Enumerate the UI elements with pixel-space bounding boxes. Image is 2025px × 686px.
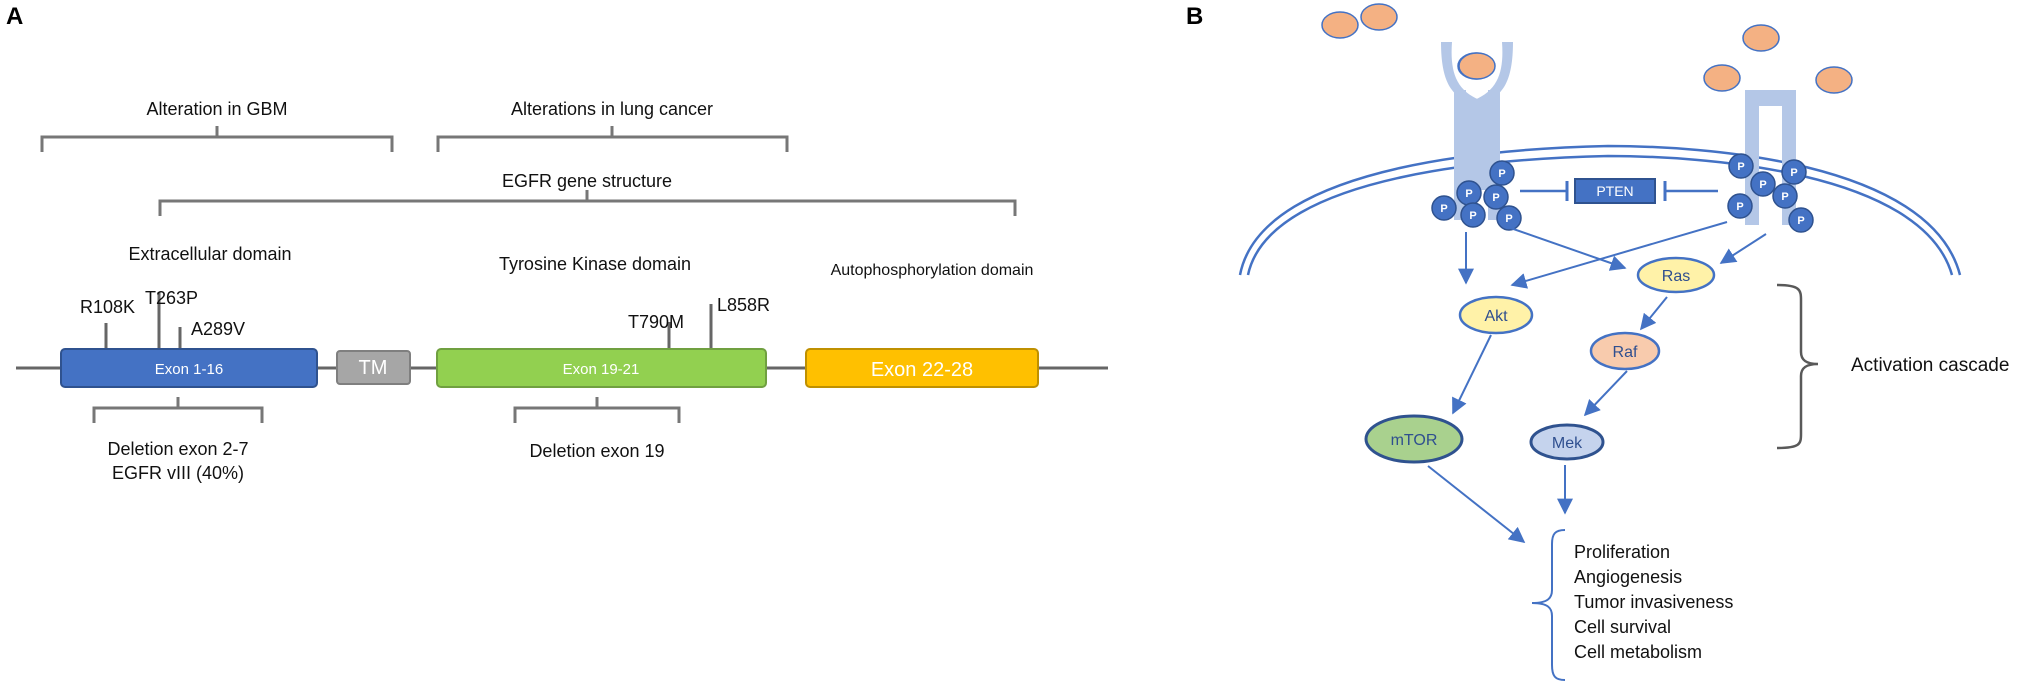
label-autophos-domain: Autophosphorylation domain xyxy=(831,262,1034,279)
label-t263p: T263P xyxy=(145,288,198,308)
node-raf-label: Raf xyxy=(1613,344,1638,361)
phosphate-circle xyxy=(1727,193,1753,219)
phosphate-label: P xyxy=(1498,168,1505,180)
node-mek-label: Mek xyxy=(1552,435,1583,452)
phosphate-label: P xyxy=(1790,167,1797,179)
phosphates-left: P P P P P P xyxy=(1431,160,1522,231)
tm-label: TM xyxy=(359,357,388,379)
outcomes-list: Proliferation Angiogenesis Tumor invasiv… xyxy=(1574,542,1733,662)
node-mek xyxy=(1529,423,1605,461)
phosphate-label: P xyxy=(1465,188,1472,200)
panel-a-label: A xyxy=(6,3,23,30)
outcomes-brace xyxy=(1531,529,1566,681)
phosphate-circle xyxy=(1483,184,1509,210)
outcome-item: Cell survival xyxy=(1574,617,1671,637)
phosphates-right: P P P P P P xyxy=(1727,153,1814,233)
phosphate-circle xyxy=(1460,202,1486,228)
phosphate-circle xyxy=(1788,207,1814,233)
node-mtor-label: mTOR xyxy=(1391,432,1438,449)
label-a289v: A289V xyxy=(191,319,245,339)
bracket-lung xyxy=(436,126,789,152)
node-akt-label: Akt xyxy=(1484,308,1508,325)
label-gene-structure: EGFR gene structure xyxy=(502,171,672,191)
ligand xyxy=(1815,66,1853,94)
panel-b: B P P P P P P xyxy=(1186,3,2009,681)
panel-b-label: B xyxy=(1186,3,1203,30)
label-deletion-2-7: Deletion exon 2-7 xyxy=(107,439,248,459)
arrow-akt-mtor xyxy=(1452,334,1492,415)
exon-19-21-label: Exon 19-21 xyxy=(563,361,640,378)
outcome-item: Tumor invasiveness xyxy=(1574,592,1733,612)
label-alterations-lung: Alterations in lung cancer xyxy=(511,99,713,119)
node-mtor xyxy=(1364,414,1464,464)
label-extracellular-domain: Extracellular domain xyxy=(128,244,291,264)
bracket-gene-structure xyxy=(158,190,1017,216)
label-t790m: T790M xyxy=(628,312,684,332)
ligand-bound xyxy=(1458,52,1496,80)
node-raf xyxy=(1589,331,1661,371)
label-activation-cascade: Activation cascade xyxy=(1851,355,2009,376)
label-l858r: L858R xyxy=(717,295,770,315)
exon-19-21-box xyxy=(436,348,767,388)
pten-label: PTEN xyxy=(1596,183,1633,199)
phosphate-label: P xyxy=(1781,191,1788,203)
label-alteration-gbm: Alteration in GBM xyxy=(146,99,287,119)
phosphate-label: P xyxy=(1492,192,1499,204)
exon-1-16-label: Exon 1-16 xyxy=(155,361,223,378)
pten-box xyxy=(1574,178,1656,204)
phosphate-circle xyxy=(1489,160,1515,186)
phosphate-circle xyxy=(1496,205,1522,231)
exon-22-28-box xyxy=(805,348,1039,388)
outcome-item: Proliferation xyxy=(1574,542,1670,562)
exon-22-28-label: Exon 22-28 xyxy=(871,359,973,381)
tm-box xyxy=(336,350,411,385)
receptor-arm xyxy=(1441,42,1480,190)
arrow-mtor-outcomes xyxy=(1427,465,1526,543)
outcome-item: Angiogenesis xyxy=(1574,567,1682,587)
phosphate-label: P xyxy=(1759,179,1766,191)
arrow-receptor-ras xyxy=(1501,224,1627,271)
phosphate-label: P xyxy=(1469,210,1476,222)
receptor-arm xyxy=(1474,42,1513,190)
receptor-bridge xyxy=(1745,90,1796,106)
ligand xyxy=(1360,3,1398,31)
phosphate-circle xyxy=(1781,159,1807,185)
node-ras xyxy=(1636,256,1716,294)
activation-brace xyxy=(1776,283,1819,450)
label-r108k: R108K xyxy=(80,297,135,317)
bracket-gbm xyxy=(40,126,394,152)
bracket-deletion-19 xyxy=(513,397,681,423)
panel-a: A Alteration in GBM Alterations in lung … xyxy=(6,3,1108,483)
arrow-raf-mek xyxy=(1583,370,1628,417)
phosphate-label: P xyxy=(1797,215,1804,227)
phosphate-label: P xyxy=(1440,203,1447,215)
membrane-inner xyxy=(1246,154,1954,276)
bracket-deletion-2-7 xyxy=(92,397,264,423)
phosphate-label: P xyxy=(1505,213,1512,225)
label-deletion-19: Deletion exon 19 xyxy=(529,441,664,461)
phosphate-label: P xyxy=(1736,201,1743,213)
phosphate-circle xyxy=(1772,183,1798,209)
phosphate-circle xyxy=(1750,171,1776,197)
arrow-receptor2-ras xyxy=(1719,233,1767,264)
arrow-ras-raf xyxy=(1639,296,1668,331)
phosphate-label: P xyxy=(1737,161,1744,173)
arrow-receptor2-akt xyxy=(1510,221,1728,289)
ligand xyxy=(1321,11,1359,39)
phosphate-circle xyxy=(1728,153,1754,179)
node-ras-label: Ras xyxy=(1662,268,1690,285)
ligand xyxy=(1703,64,1741,92)
node-akt xyxy=(1458,295,1534,335)
membrane-outer xyxy=(1238,144,1962,276)
phosphate-circle xyxy=(1431,195,1457,221)
label-tk-domain: Tyrosine Kinase domain xyxy=(499,254,691,274)
outcome-item: Cell metabolism xyxy=(1574,642,1702,662)
ligand xyxy=(1742,24,1780,52)
exon-1-16-box xyxy=(60,348,318,388)
label-egfr-viii: EGFR vIII (40%) xyxy=(112,463,244,483)
